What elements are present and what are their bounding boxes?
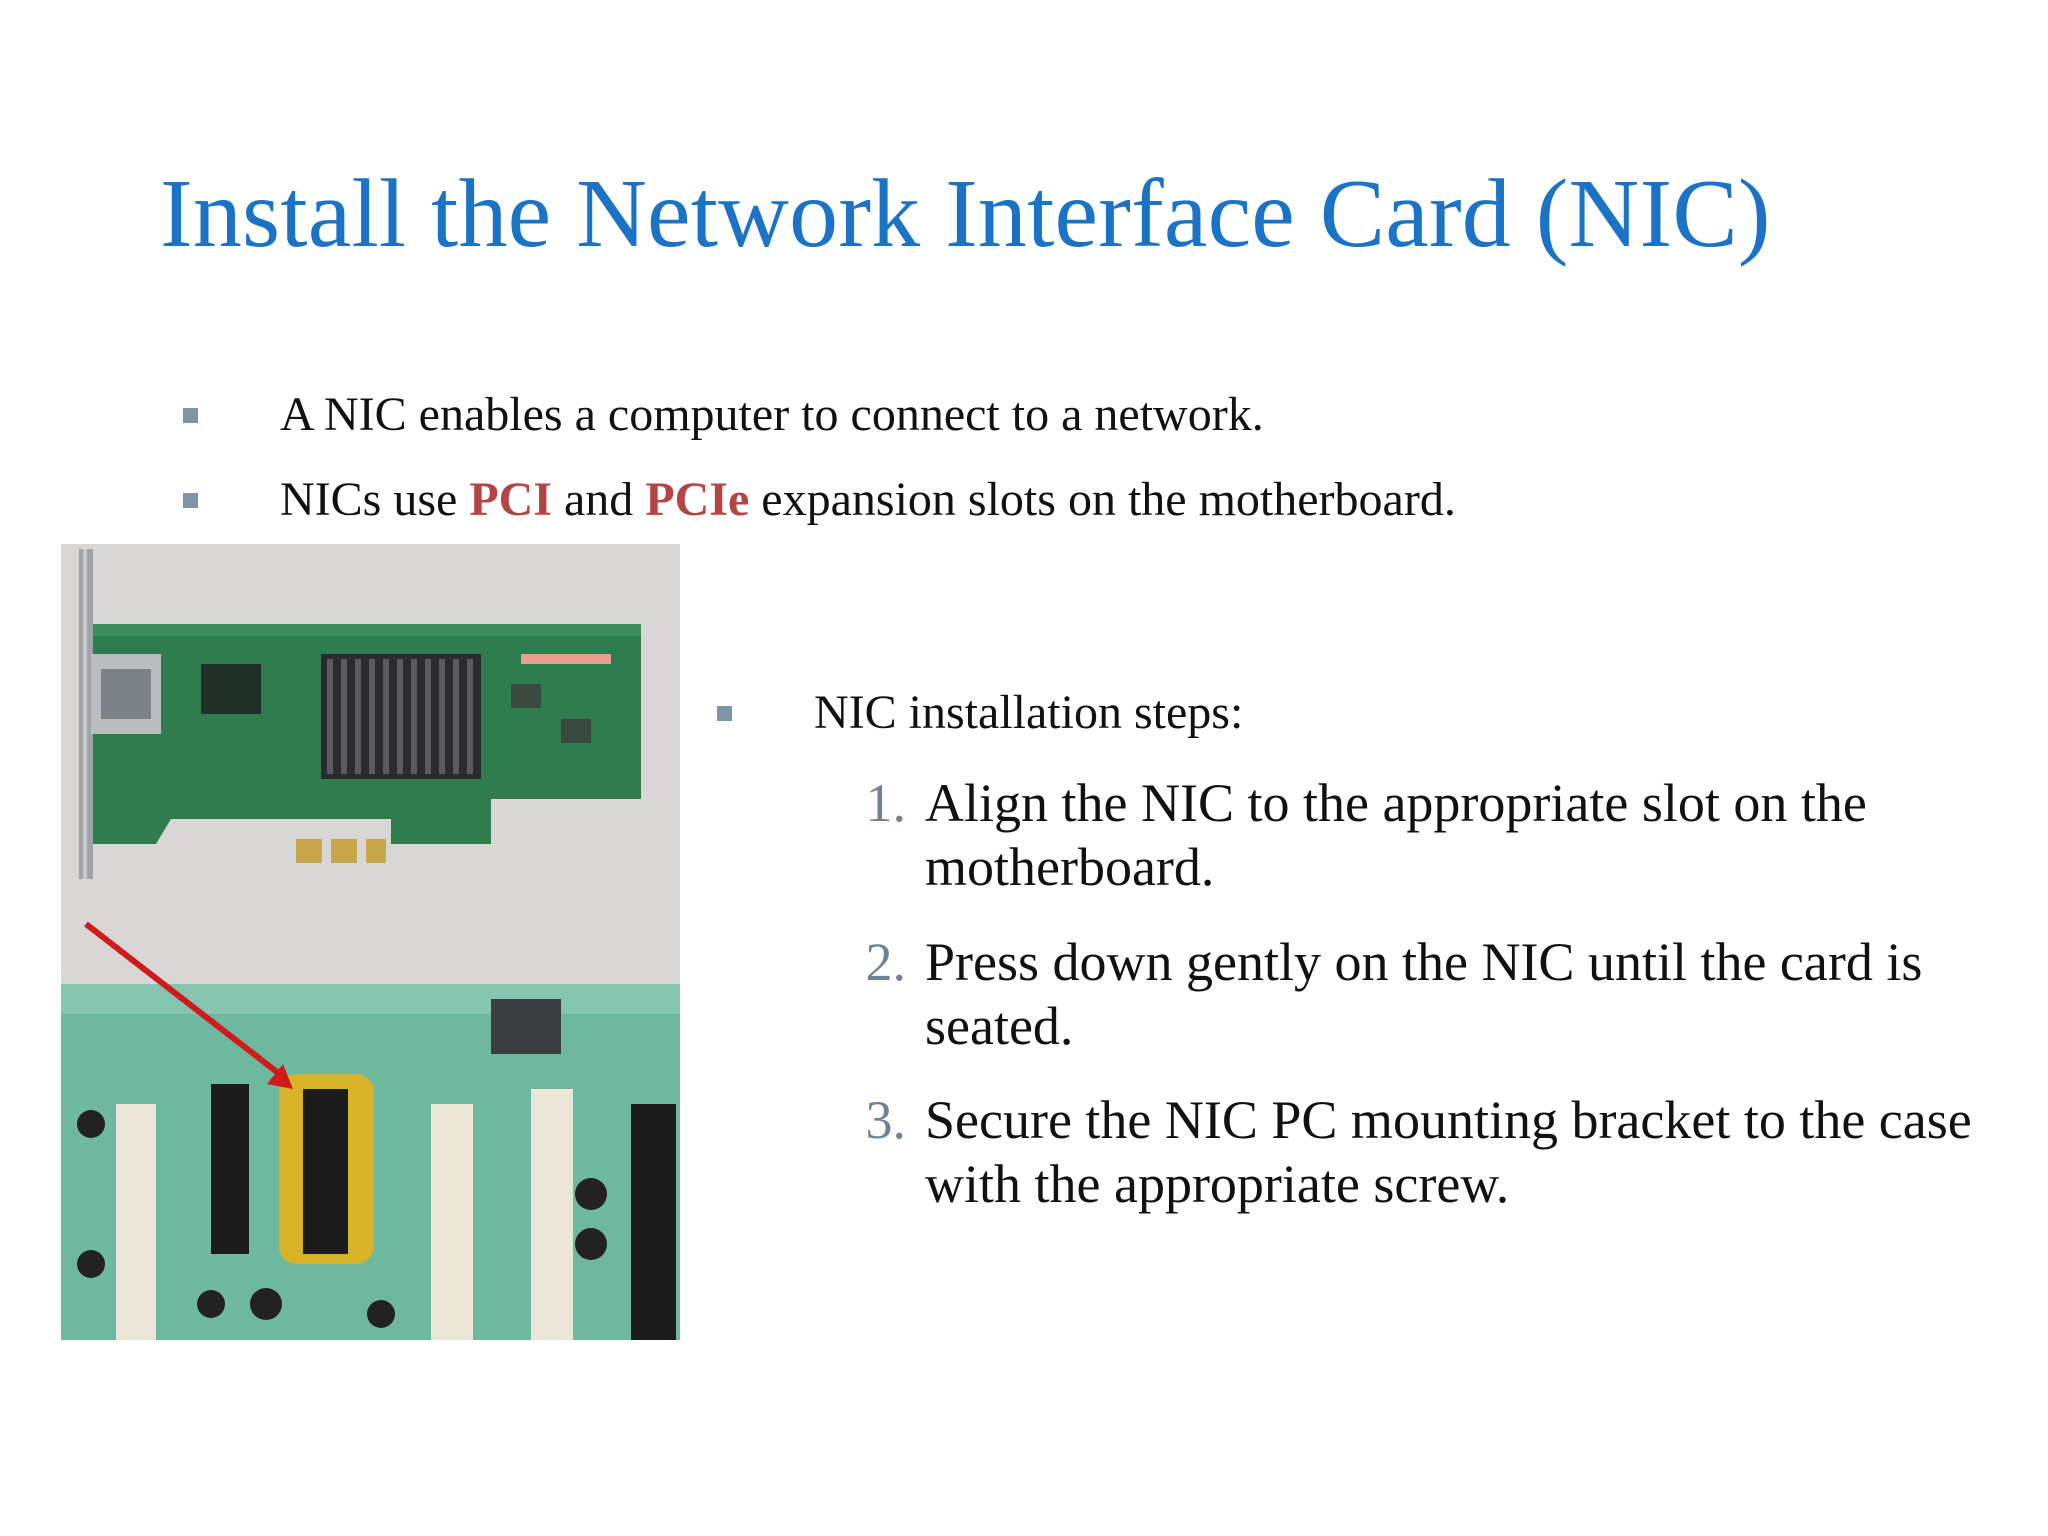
bullet-square-icon [183, 408, 198, 423]
step-text: Align the NIC to the appropriate slot on… [925, 773, 1867, 897]
step-text: Press down gently on the NIC until the c… [925, 932, 1923, 1056]
bullet-text-part: NICs use [280, 473, 470, 526]
steps-heading: NIC installation steps: [814, 683, 1243, 743]
pcie-highlight: PCIe [645, 473, 750, 526]
nic-install-photo [61, 544, 680, 1340]
bullet-text-part: expansion slots on the motherboard. [749, 473, 1456, 526]
pci-highlight: PCI [469, 473, 552, 526]
bullet-item-2: NICs use PCI and PCIe expansion slots on… [280, 470, 1456, 530]
bullet-text: A NIC enables a computer to connect to a… [280, 388, 1264, 441]
bullet-item-1: A NIC enables a computer to connect to a… [280, 385, 1264, 445]
bullet-text-part: and [552, 473, 646, 526]
slide-title: Install the Network Interface Card (NIC) [160, 160, 1771, 268]
step-text: Secure the NIC PC mounting bracket to th… [925, 1090, 1972, 1214]
step-number: 2. [865, 932, 907, 992]
bullet-square-icon [183, 493, 198, 508]
bullet-square-icon [717, 706, 732, 721]
step-number: 1. [865, 773, 907, 833]
steps-heading-text: NIC installation steps: [814, 686, 1244, 739]
step-number: 3. [865, 1090, 907, 1150]
